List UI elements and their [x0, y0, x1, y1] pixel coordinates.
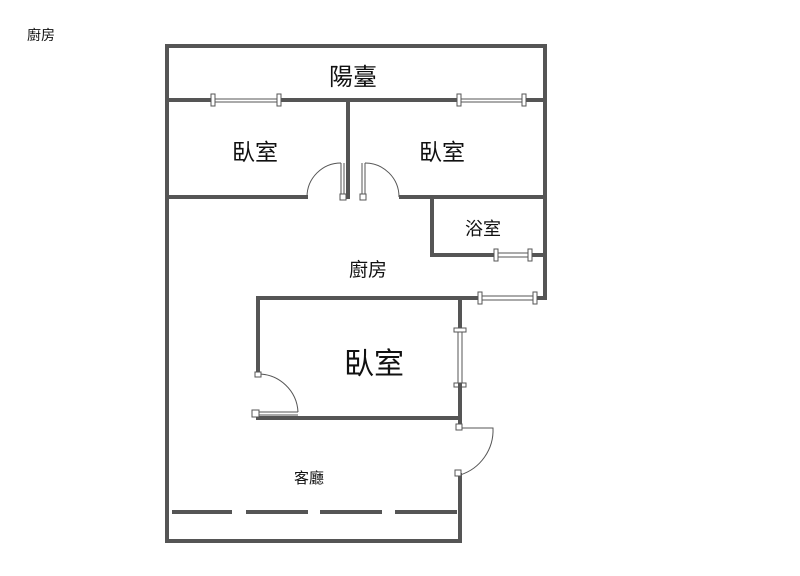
bedroom-bottom-wall — [168, 162, 545, 201]
room-label-bedroom-left: 臥室 — [232, 140, 278, 166]
room-label-kitchen: 廚房 — [349, 258, 387, 281]
balcony-wall — [168, 93, 545, 107]
bathroom-walls — [430, 197, 545, 262]
outer-walls — [165, 44, 547, 543]
room-label-balcony: 陽臺 — [329, 63, 377, 91]
room-label-bedroom-right: 臥室 — [419, 140, 465, 166]
page-title: 廚房 — [27, 28, 55, 44]
room-label-living-room: 客廳 — [294, 469, 324, 487]
room-label-bedroom-main: 臥室 — [344, 347, 404, 382]
main-bedroom-walls — [251, 291, 547, 477]
room-label-bathroom: 浴室 — [465, 219, 501, 240]
